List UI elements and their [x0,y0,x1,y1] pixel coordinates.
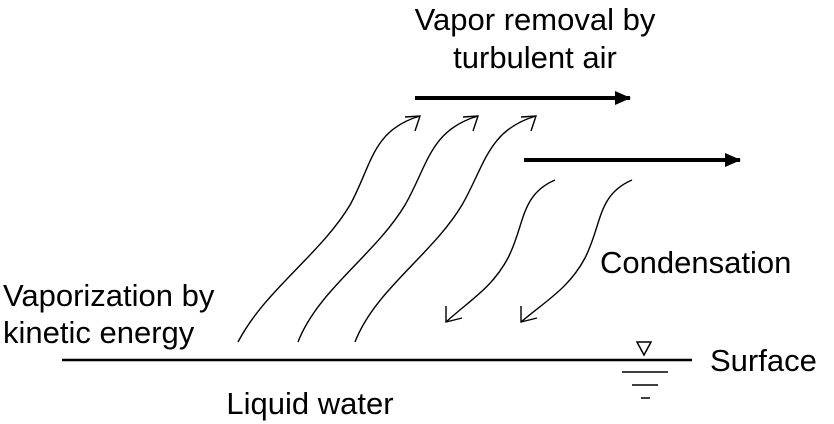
condensation-label: Condensation [600,245,791,280]
vapor-removal-label-line2: turbulent air [453,40,617,75]
water-surface-triangle-icon [622,341,668,399]
vapor-removal-label-line1: Vapor removal by [415,2,656,37]
vaporization-arrow-1-head [404,115,421,132]
vaporization-arrow-3 [354,115,537,343]
liquid-water-label: Liquid water [226,386,393,421]
vaporization-arrow-2-head [462,115,479,132]
vaporization-arrows [237,115,537,343]
condensation-arrow-1 [445,179,556,323]
condensation-arrow-1-head [445,306,463,323]
condensation-arrows [445,179,633,323]
vaporization-arrow-1 [237,115,421,343]
condensation-arrow-2 [520,179,633,323]
vaporization-label-line2: kinetic energy [3,315,195,350]
vaporization-label-line1: Vaporization by [3,278,215,313]
vaporization-arrow-2 [297,115,479,343]
vaporization-arrow-3-head [520,115,537,132]
surface-label: Surface [710,343,817,378]
condensation-arrow-2-head [520,306,538,323]
